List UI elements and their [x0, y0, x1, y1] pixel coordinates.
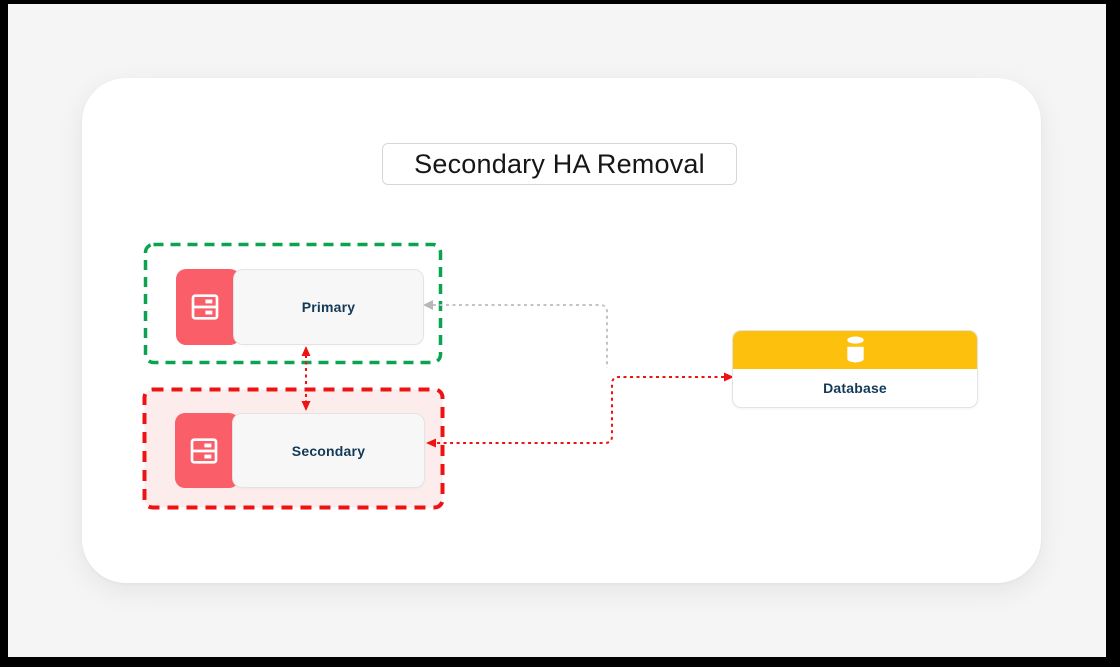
node-primary: Primary [176, 269, 424, 345]
node-primary-accent [176, 269, 240, 345]
arrowhead-into-primary [423, 300, 433, 310]
server-icon [190, 437, 218, 464]
diagram-title: Secondary HA Removal [414, 148, 705, 179]
arrowhead-into-secondary [426, 438, 436, 448]
node-secondary: Secondary [175, 413, 425, 488]
arrowhead-down-secondary [301, 401, 311, 411]
node-secondary-body: Secondary [232, 413, 425, 488]
node-database-body: Database [733, 369, 977, 407]
node-secondary-accent [175, 413, 239, 488]
edge-secondary-database [436, 376, 724, 444]
server-icon [191, 294, 219, 320]
node-secondary-label: Secondary [291, 442, 366, 459]
arrowhead-up-primary [301, 346, 311, 356]
database-icon [846, 336, 864, 362]
node-database-header [733, 331, 977, 369]
primary-group-border [143, 242, 443, 365]
node-primary-body: Primary [233, 269, 424, 345]
edge-database-primary [433, 304, 608, 368]
diagram-canvas: Secondary HA Removal Primary Seco [8, 4, 1106, 657]
diagram-title-box: Secondary HA Removal [382, 143, 737, 185]
arrowhead-into-database [724, 372, 734, 382]
node-database: Database [732, 330, 978, 408]
node-database-label: Database [823, 380, 887, 396]
node-primary-label: Primary [301, 299, 356, 315]
